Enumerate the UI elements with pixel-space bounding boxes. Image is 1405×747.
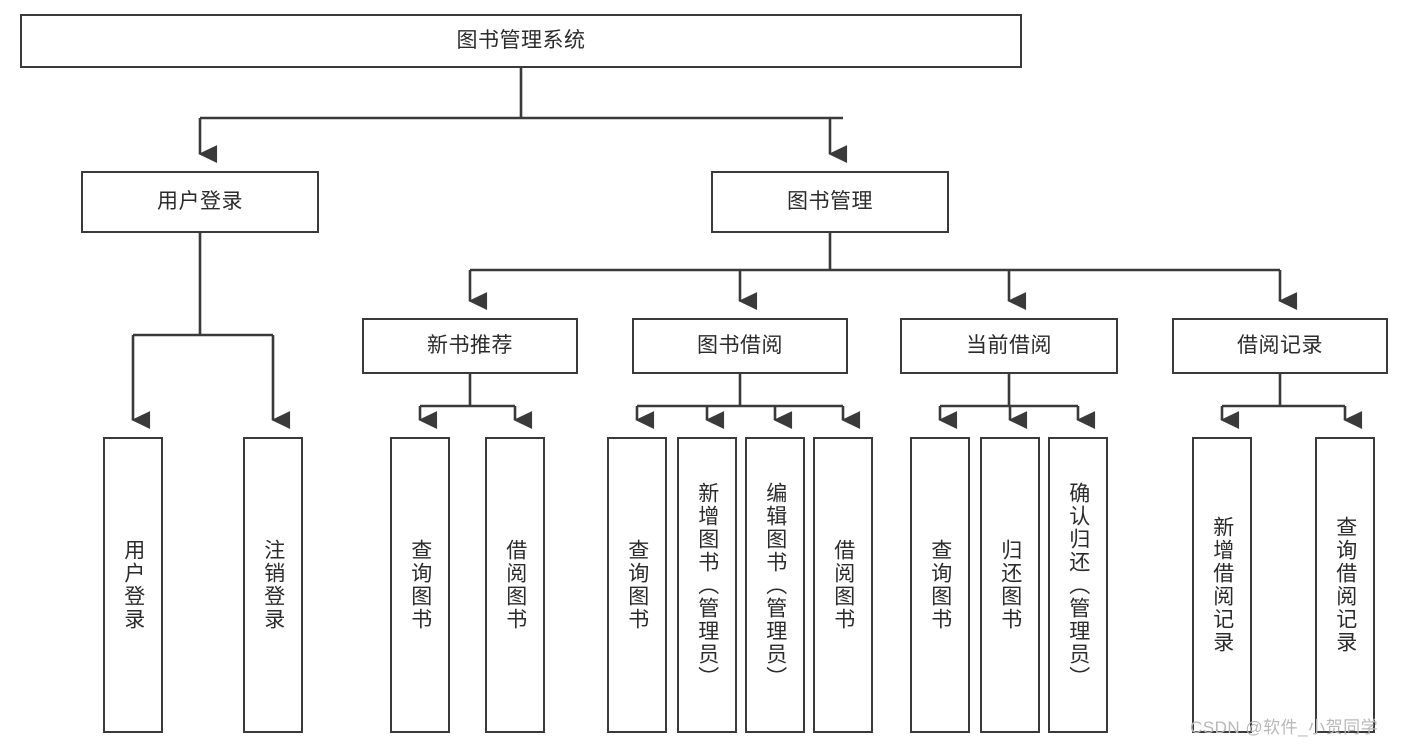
node-new-book-recommend[interactable]: 新书推荐 <box>362 318 578 374</box>
csdn-watermark: CSDN @软件_小贺同学 <box>1190 718 1379 737</box>
leaf-edit-book-admin[interactable]: 编辑图书（管理员） <box>745 437 805 733</box>
node-book-borrow[interactable]: 图书借阅 <box>632 318 848 374</box>
leaf-add-book-admin[interactable]: 新增图书（管理员） <box>677 437 737 733</box>
leaf-borrow-book[interactable]: 借阅图书 <box>813 437 873 733</box>
leaf-query-book-borrow[interactable]: 查询图书 <box>607 437 667 733</box>
leaf-logout[interactable]: 注销登录 <box>243 437 303 733</box>
node-user-login[interactable]: 用户登录 <box>81 171 319 233</box>
leaf-query-borrow-record[interactable]: 查询借阅记录 <box>1315 437 1375 733</box>
leaf-query-book-recommend[interactable]: 查询图书 <box>390 437 450 733</box>
leaf-add-borrow-record[interactable]: 新增借阅记录 <box>1192 437 1252 733</box>
node-current-borrow[interactable]: 当前借阅 <box>900 318 1118 374</box>
leaf-query-book-current[interactable]: 查询图书 <box>910 437 970 733</box>
leaf-confirm-return-admin[interactable]: 确认归还（管理员） <box>1048 437 1108 733</box>
leaf-return-book[interactable]: 归还图书 <box>980 437 1040 733</box>
node-book-management[interactable]: 图书管理 <box>711 171 949 233</box>
leaf-borrow-book-recommend[interactable]: 借阅图书 <box>485 437 545 733</box>
node-root-system[interactable]: 图书管理系统 <box>20 14 1022 68</box>
leaf-user-login[interactable]: 用户登录 <box>103 437 163 733</box>
node-borrow-record[interactable]: 借阅记录 <box>1172 318 1388 374</box>
